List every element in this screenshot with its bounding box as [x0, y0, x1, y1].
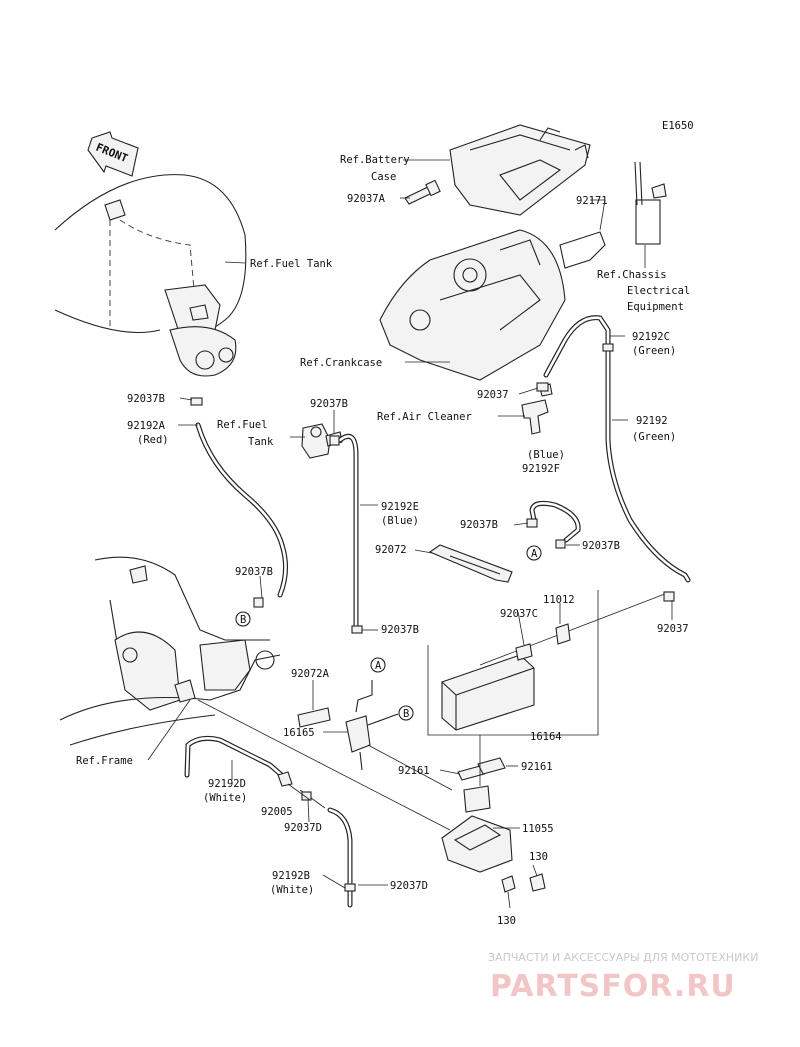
label-130-bottom: 130 [497, 915, 516, 927]
label-92037B-left-low: 92037B [235, 566, 273, 578]
hose-92192D-white [184, 735, 288, 781]
filter-16165 [345, 680, 399, 771]
canister-bracket-11055 [441, 785, 513, 873]
label-white-2: (White) [270, 884, 314, 896]
svg-text:B: B [240, 614, 246, 626]
label-92037B-left: 92037B [127, 393, 165, 405]
clamp-icons [190, 343, 675, 892]
label-ref-chassis-2: Electrical [627, 285, 690, 297]
label-11055: 11055 [522, 823, 554, 835]
label-ref-fuel-tank-mid-1: Ref.Fuel [217, 419, 268, 431]
label-92037A: 92037A [347, 193, 386, 205]
hose-92192B-white [327, 807, 353, 908]
diagram-code: E1650 [662, 120, 694, 132]
label-92192E: 92192E [381, 501, 419, 513]
connector-a-blue-hose: A [526, 545, 542, 561]
label-92072: 92072 [375, 544, 407, 556]
canister-outlet-pipe [197, 699, 451, 831]
label-ref-crankcase: Ref.Crankcase [300, 357, 382, 369]
svg-text:A: A [375, 660, 382, 672]
label-92192B: 92192B [272, 870, 310, 882]
pad-92161 [457, 757, 506, 781]
connector-b-red-hose: B [235, 611, 251, 627]
hose-92192-green [605, 347, 691, 583]
label-ref-chassis-3: Equipment [627, 301, 684, 313]
chassis-electrical-illustration [634, 161, 667, 245]
hose-92192C-green [543, 315, 611, 378]
watermark: ЗАПЧАСТИ И АКСЕССУАРЫ ДЛЯ МОТОТЕХНИКИ PA… [488, 951, 758, 1004]
label-white-1: (White) [203, 792, 247, 804]
connector-b-canister: B [398, 705, 414, 721]
label-92005: 92005 [261, 806, 293, 818]
fuel-tank-illustration [54, 174, 247, 377]
label-92192C: 92192C [632, 331, 670, 343]
label-ref-fuel-tank-mid-2: Tank [248, 436, 274, 448]
label-16164: 16164 [530, 731, 562, 743]
label-92072A: 92072A [291, 668, 330, 680]
svg-text:A: A [531, 548, 538, 560]
label-16165: 16165 [283, 727, 315, 739]
label-92192A: 92192A [127, 420, 166, 432]
hose-92192A-red [195, 422, 288, 598]
label-ref-frame: Ref.Frame [76, 755, 133, 767]
watermark-brand: PARTSFOR.RU [490, 969, 736, 1004]
label-ref-battery-case-2: Case [371, 171, 396, 183]
label-92037-air: 92037 [477, 389, 509, 401]
part-labels: Ref.Battery Case 92037A 92171 Ref.Chassi… [76, 154, 690, 927]
bracket-92072A [297, 707, 331, 728]
label-92037B-mid-right: 92037B [582, 540, 620, 552]
bolt-92037A [404, 179, 441, 205]
label-130-top: 130 [529, 851, 548, 863]
label-92161-right: 92161 [521, 761, 553, 773]
label-blue-top: (Blue) [527, 449, 565, 461]
label-92171: 92171 [576, 195, 608, 207]
watermark-tagline: ЗАПЧАСТИ И АКСЕССУАРЫ ДЛЯ МОТОТЕХНИКИ [488, 951, 758, 964]
label-ref-air-cleaner: Ref.Air Cleaner [377, 411, 472, 423]
label-ref-fuel-tank-top: Ref.Fuel Tank [250, 258, 333, 270]
label-red: (Red) [137, 434, 169, 446]
crankcase-illustration [379, 229, 606, 381]
hose-92192F-blue [529, 500, 581, 543]
label-ref-chassis-1: Ref.Chassis [597, 269, 667, 281]
label-92037B-center: 92037B [381, 624, 419, 636]
label-92161-left: 92161 [398, 765, 430, 777]
bolts-130 [501, 873, 546, 893]
label-92037B-mid-left: 92037B [460, 519, 498, 531]
label-92192D: 92192D [208, 778, 246, 790]
label-92192: 92192 [636, 415, 668, 427]
label-92037D-top: 92037D [284, 822, 322, 834]
frame-illustration [59, 556, 281, 746]
label-green-2: (Green) [632, 431, 676, 443]
label-11012: 11012 [543, 594, 575, 606]
front-arrow-icon: FRONT [87, 131, 139, 177]
label-92037C: 92037C [500, 608, 538, 620]
label-92192F: 92192F [522, 463, 560, 475]
label-92037B-top: 92037B [310, 398, 348, 410]
label-blue-mid: (Blue) [381, 515, 419, 527]
label-ref-battery-case-1: Ref.Battery [340, 154, 410, 166]
label-92037-right: 92037 [657, 623, 689, 635]
svg-text:B: B [403, 708, 409, 720]
canister-inlet-pipe [479, 591, 671, 666]
leader-lines [147, 159, 673, 909]
hose-92192E-blue [337, 433, 359, 633]
connector-a-canister: A [370, 657, 386, 673]
bracket-92072 [428, 544, 513, 583]
label-green-1: (Green) [632, 345, 676, 357]
label-92037D-bottom: 92037D [390, 880, 428, 892]
canister-assembly [427, 590, 599, 736]
battery-case-illustration [449, 124, 591, 216]
